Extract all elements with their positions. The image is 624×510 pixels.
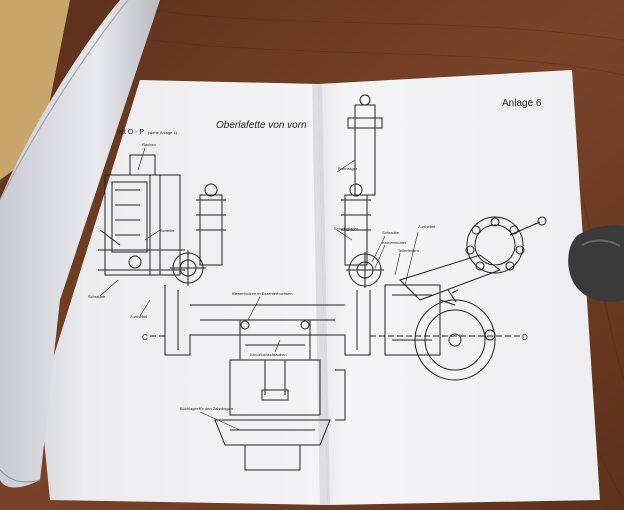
curled-pages (0, 0, 160, 488)
drawing-title: Oberlafette von vorn (216, 120, 307, 131)
label-scheibe: Scheibe (160, 228, 175, 233)
right-page (318, 70, 600, 505)
technical-drawing (98, 94, 547, 471)
label-tellerfedern: Tellerfedern (398, 248, 419, 253)
right-column (341, 183, 384, 288)
label-schraube-right: Schraube (382, 230, 400, 235)
label-d-mark: D (522, 333, 528, 342)
page-label: Anlage 6 (502, 98, 542, 109)
drawing-labels: Rachen Scheibe Schraube Zurrhebel C Klem… (88, 142, 528, 411)
spine-shadow (312, 84, 330, 505)
label-rohrtraeger: Rohrträger (338, 166, 358, 171)
cradle-frame (150, 285, 520, 361)
label-klemmbolzen: Klemmbolzen in Exzenterbuchsen (232, 291, 292, 296)
label-rachen: Rachen (142, 142, 156, 147)
left-column (170, 183, 226, 286)
right-mechanism (384, 216, 547, 381)
lower-pedestal (214, 359, 346, 471)
label-zurrhebel-left: Zurrhebel (130, 314, 147, 319)
label-schraube-left: Schraube (88, 294, 106, 299)
leader-lines (99, 147, 419, 431)
tan-envelope (0, 0, 70, 180)
label-buchlager: Büchlager für den Zahnbogen (180, 406, 233, 411)
left-caption-note: (siehe Anlage 1) (148, 130, 178, 135)
label-c-mark: C (142, 333, 148, 342)
tall-mast (347, 94, 383, 196)
label-kronenmutter: Kronenmutter (382, 240, 407, 245)
label-kreuzlochschrauben: Kreuzlochschrauben (250, 352, 286, 357)
booklet (0, 0, 600, 505)
left-partial-view (98, 154, 185, 276)
label-zurrhebel-right: Zurrhebel (418, 224, 435, 229)
left-caption: att O - P (118, 129, 144, 136)
label-schwinglager: Schwinglager (334, 226, 359, 231)
